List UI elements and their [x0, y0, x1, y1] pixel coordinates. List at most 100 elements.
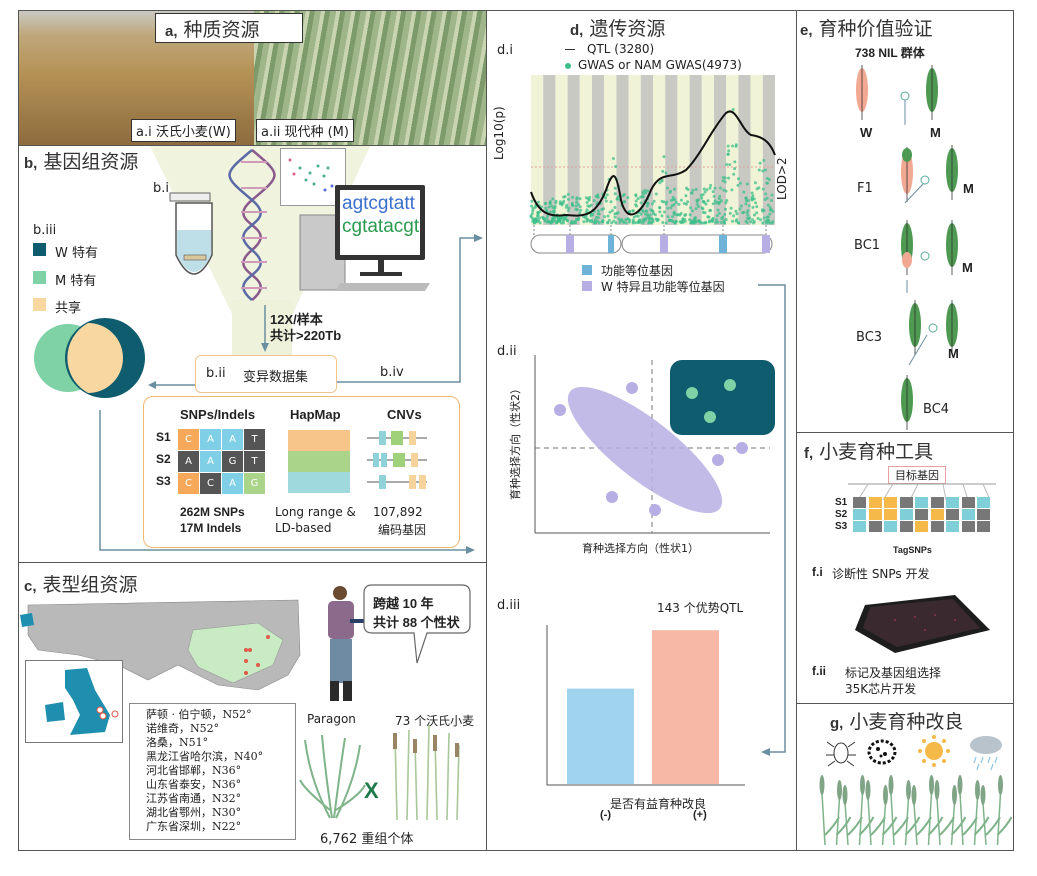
- panel-letter: f,: [804, 445, 814, 462]
- gwas-point: [532, 221, 536, 225]
- gwas-point: [682, 201, 686, 205]
- bar-negative: [567, 688, 634, 784]
- site-item: 湖北省鄂州，N30°: [146, 806, 242, 819]
- gwas-point: [624, 221, 628, 225]
- watkins-wheat-plants: [393, 724, 460, 821]
- snp-stat-1: 262M SNPs: [180, 505, 245, 519]
- gwas-point: [765, 218, 769, 222]
- variant-dataset-box: [195, 355, 337, 393]
- gwas-point: [565, 218, 569, 222]
- gwas-point: [756, 216, 760, 220]
- gwas-point: [694, 207, 698, 211]
- gwas-point: [651, 209, 655, 213]
- gwas-point: [536, 214, 540, 218]
- gwas-point: [575, 197, 579, 201]
- gwas-point: [744, 199, 748, 203]
- gwas-point: [744, 196, 748, 200]
- gwas-point: [570, 219, 574, 223]
- gwas-point: [596, 212, 600, 216]
- gwas-point: [585, 200, 589, 204]
- gwas-point: [634, 199, 638, 203]
- gwas-point: [593, 221, 597, 225]
- site-item: 河北省邯郸，N36°: [146, 764, 242, 777]
- gwas-point: [650, 202, 654, 206]
- selection-scatter: [534, 355, 775, 534]
- gwas-point: [601, 219, 605, 223]
- sample-label-s2: S2: [156, 452, 171, 466]
- legend-swatch-shared: [33, 298, 46, 311]
- gwas-point: [561, 201, 565, 205]
- researcher-figure: [328, 586, 364, 701]
- gwas-legend-label: GWAS or NAM GWAS(4973): [578, 58, 742, 72]
- gwas-point: [645, 204, 649, 208]
- gwas-point: [673, 187, 677, 191]
- gwas-point: [567, 206, 571, 210]
- gwas-point: [770, 193, 774, 197]
- tagsnp-cell: [868, 521, 882, 532]
- label-b-iii: b.iii: [33, 223, 57, 238]
- label-f-ii: f.ii: [812, 664, 826, 678]
- screen-sequence-1: agtcgtatt: [342, 193, 415, 214]
- gwas-point: [744, 219, 748, 223]
- gwas-point: [576, 218, 580, 222]
- tagsnp-cell: [930, 509, 944, 520]
- gwas-point: [547, 205, 551, 209]
- gwas-point: [707, 220, 711, 224]
- gwas-point: [718, 194, 722, 198]
- chromosome-band: [738, 75, 751, 225]
- gwas-point: [757, 186, 761, 190]
- gwas-point: [702, 187, 706, 191]
- gwas-point: [673, 198, 677, 202]
- gwas-point: [707, 215, 711, 219]
- gwas-point: [610, 209, 614, 213]
- panel-a: a,种质资源 a.i 沃氏小麦(W) a.ii 现代种 (M): [19, 11, 486, 146]
- gwas-point: [575, 208, 579, 212]
- gwas-point: [684, 194, 688, 198]
- gwas-point: [596, 219, 600, 223]
- gwas-point: [723, 176, 727, 180]
- gwas-point: [590, 220, 594, 224]
- gwas-point: [607, 218, 611, 222]
- gwas-point: [750, 191, 754, 195]
- panel-a-title: a,种质资源: [165, 15, 260, 42]
- snp-cell: G: [222, 451, 243, 472]
- gwas-point: [658, 181, 662, 185]
- gwas-point: [722, 188, 726, 192]
- computer-icon: [299, 185, 430, 291]
- tagsnp-cell: [946, 521, 959, 532]
- bar-category-neg: (-): [600, 809, 611, 821]
- gwas-point: [622, 200, 626, 204]
- site-item: 山东省泰安，N36°: [146, 778, 242, 791]
- gwas-point: [747, 204, 751, 208]
- manhattan-plot: [529, 75, 776, 225]
- gwas-point: [665, 186, 669, 190]
- panel-f-title: f,小麦育种工具: [804, 437, 933, 464]
- wheat-stalk: [904, 780, 921, 846]
- gwas-point: [631, 209, 635, 213]
- gwas-point: [644, 191, 648, 195]
- gwas-point: [670, 204, 674, 208]
- gwas-point: [669, 199, 673, 203]
- gwas-point: [586, 197, 590, 201]
- gwas-point: [728, 163, 732, 167]
- gwas-point: [616, 195, 620, 199]
- panel-letter: c,: [24, 578, 37, 595]
- label-watkins: a.i 沃氏小麦(W): [131, 119, 236, 142]
- bubble-text-1: 跨越 10 年: [373, 596, 434, 611]
- gwas-point: [727, 149, 731, 153]
- gwas-point: [723, 212, 727, 216]
- gwas-point: [666, 206, 670, 210]
- sun-drought-icon: [918, 735, 950, 767]
- gwas-point: [711, 202, 715, 206]
- gwas-point: [582, 220, 586, 224]
- gwas-point: [658, 206, 662, 210]
- gwas-point: [574, 204, 578, 208]
- tagsnp-cell: [961, 521, 975, 532]
- label-bc1: BC1: [854, 238, 881, 253]
- gwas-point: [734, 219, 738, 223]
- gwas-point: [758, 161, 762, 165]
- gwas-point: [613, 206, 617, 210]
- gwas-point: [573, 219, 577, 223]
- tagsnp-cell: [899, 497, 913, 508]
- f-i-text: 诊断性 SNPs 开发: [832, 567, 930, 581]
